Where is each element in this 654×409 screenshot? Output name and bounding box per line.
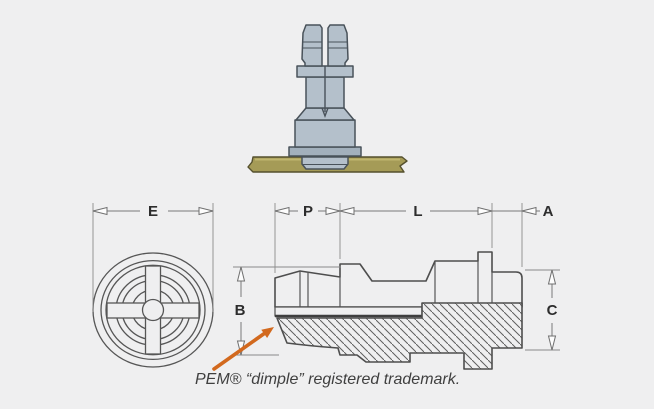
orange-arrow-icon [212, 327, 274, 371]
fastener-body [294, 119, 356, 148]
slot-bar-section [274, 306, 423, 317]
dimension-c: C [525, 269, 560, 351]
fastener-flange [288, 146, 362, 157]
dimension-e: E [92, 203, 214, 312]
dimension-p-label: P [303, 203, 313, 220]
top-view [92, 252, 214, 368]
dimension-l-label: L [413, 203, 422, 220]
installed-fastener-illustration [247, 24, 408, 173]
prong-band-lines [303, 41, 347, 49]
hatched-section [276, 302, 523, 370]
center-hole [141, 298, 165, 322]
dimension-e-label: E [148, 203, 158, 220]
side-view-upper-profile [274, 251, 523, 308]
side-section-view: P L A B [233, 203, 560, 370]
slot-line [321, 66, 329, 118]
fastener-shank-in-panel [301, 156, 349, 170]
dimension-l: L [339, 203, 493, 248]
dimple-trademark-caption: PEM® “dimple” registered trademark. [195, 371, 460, 388]
dimension-a: A [492, 203, 554, 267]
dimension-a-label: A [543, 203, 554, 220]
fastener-prong-left [301, 24, 323, 67]
fastener-prong-right [327, 24, 349, 67]
dimension-p: P [274, 203, 341, 273]
dimension-b-label: B [235, 302, 246, 319]
dimension-c-label: C [547, 302, 558, 319]
